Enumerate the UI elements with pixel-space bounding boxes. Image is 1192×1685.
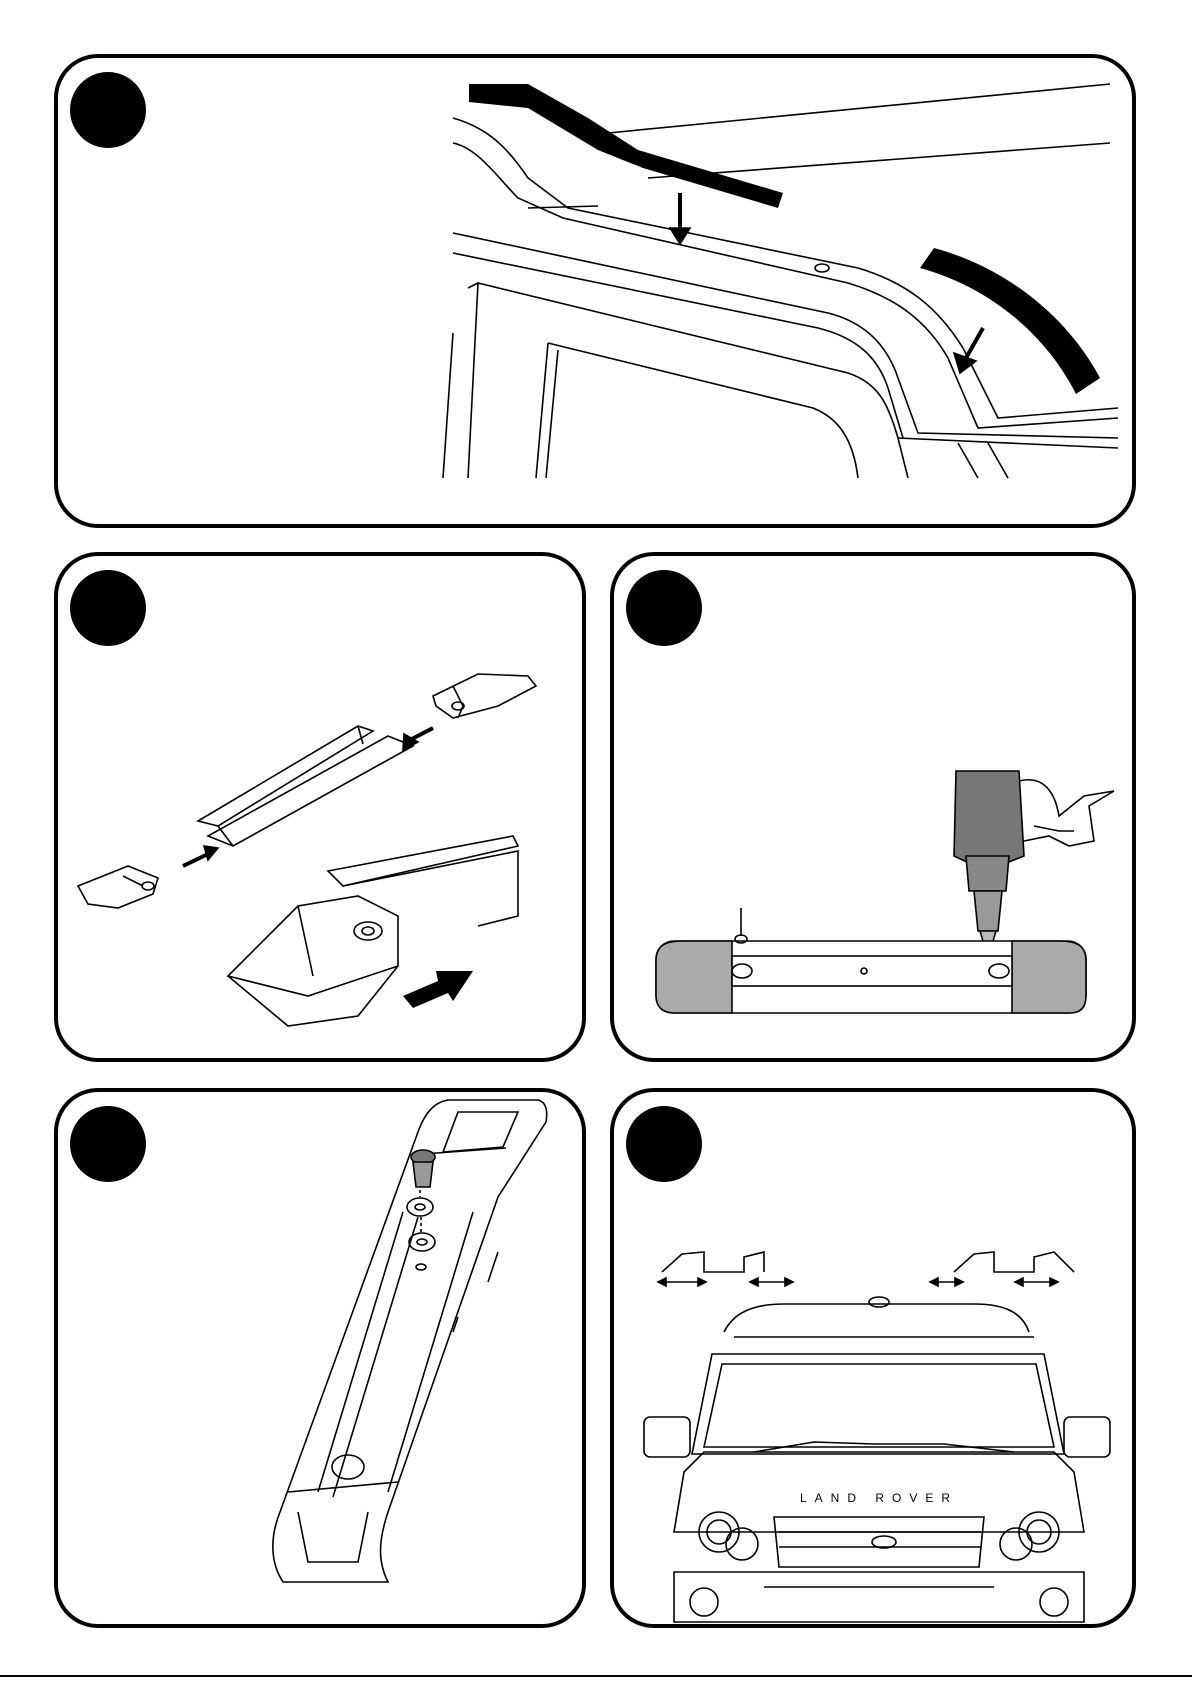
panel-step-4 [54,1088,586,1628]
rivet-tool-illustration [614,556,1136,1062]
roof-rail-illustration [58,58,1136,528]
vehicle-front-illustration: LAND ROVER [614,1092,1136,1628]
bolt-washer-illustration [58,1092,586,1628]
footer-rule [0,1675,1192,1677]
panel-step-5: LAND ROVER [610,1088,1136,1628]
end-cap-assembly-illustration [58,556,586,1062]
panel-step-1 [54,54,1136,528]
panel-step-3 [610,552,1136,1062]
panel-step-2 [54,552,586,1062]
brand-wordmark: LAND ROVER [800,1491,958,1505]
